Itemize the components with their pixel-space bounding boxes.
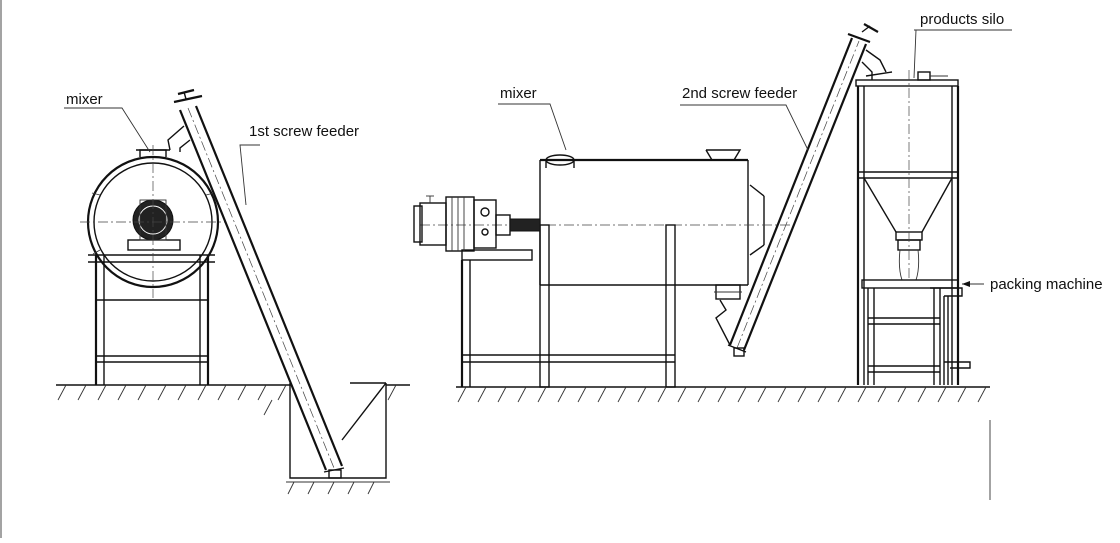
screw-feeder-1 xyxy=(167,88,345,479)
label-products-silo: products silo xyxy=(920,11,1004,28)
packing-machine xyxy=(861,279,971,385)
leader-products-silo xyxy=(913,29,918,79)
label-packing-machine: packing machine xyxy=(990,276,1103,293)
leader-screw-feeder-2 xyxy=(680,104,809,151)
label-mixer-center: mixer xyxy=(500,85,537,102)
leader-mixer-center xyxy=(498,103,567,151)
leader-mixer-left xyxy=(64,107,151,153)
products-silo xyxy=(855,70,960,385)
mixer-front-view xyxy=(413,149,790,388)
label-screw-feeder-2: 2nd screw feeder xyxy=(682,85,797,102)
ground-line-left xyxy=(56,384,410,416)
arrow-packing-machine xyxy=(962,281,970,287)
feed-hopper-pit xyxy=(286,382,390,495)
mixer-end-view xyxy=(80,145,226,385)
screw-feeder-2 xyxy=(715,23,893,357)
leader-screw-feeder-1 xyxy=(239,144,260,206)
label-screw-feeder-1: 1st screw feeder xyxy=(249,123,359,140)
label-mixer-left: mixer xyxy=(66,91,103,108)
ground-line-right xyxy=(456,386,991,500)
